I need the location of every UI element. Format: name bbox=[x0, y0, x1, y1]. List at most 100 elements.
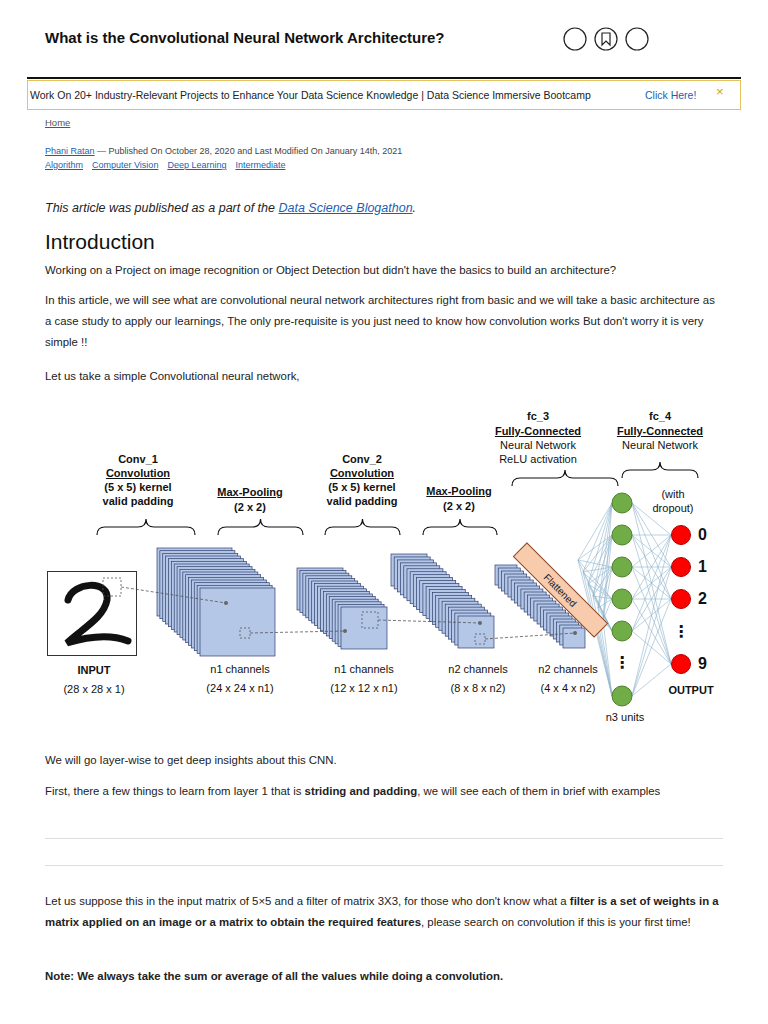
link-line bbox=[632, 599, 671, 696]
link-line bbox=[593, 596, 612, 599]
output-neuron: 9 bbox=[671, 654, 691, 674]
layer-param: (2 x 2) bbox=[190, 500, 310, 514]
more-icon bbox=[626, 28, 648, 50]
label-text: Let us suppose this in the input matrix … bbox=[45, 895, 570, 907]
input-image: INPUT(28 x 28 x 1) bbox=[47, 571, 137, 656]
dot bbox=[343, 629, 347, 633]
link-line bbox=[583, 567, 612, 572]
label-text: Fully-Connected bbox=[495, 425, 581, 437]
label-text: We will go layer-wise to get deep insigh… bbox=[45, 754, 337, 766]
layer-param: valid padding bbox=[302, 494, 422, 508]
brace bbox=[622, 462, 698, 478]
node-text: n1 channels bbox=[334, 662, 393, 676]
label-text: Fully-Connected bbox=[617, 425, 703, 437]
label-text: fc_3 bbox=[527, 410, 549, 422]
label-text: Computer Vision bbox=[92, 160, 158, 170]
feature-map-stack: n1 channels(24 x 24 x n1) bbox=[157, 548, 275, 656]
label-text: valid padding bbox=[103, 495, 174, 507]
label-text: OUTPUT bbox=[668, 684, 713, 696]
label-text: Intermediate bbox=[235, 160, 285, 170]
label-text: Convolution bbox=[330, 467, 394, 479]
paragraph: Let us suppose this in the input matrix … bbox=[45, 891, 725, 933]
link-line bbox=[632, 535, 671, 567]
label-text: valid padding bbox=[327, 495, 398, 507]
layer-name: fc_4 bbox=[600, 409, 720, 423]
node-text: Flattened bbox=[541, 571, 578, 608]
brace bbox=[423, 519, 497, 535]
label-text: striding and padding bbox=[305, 785, 418, 797]
label-text: Max-Pooling bbox=[426, 485, 491, 497]
layer-type: Convolution bbox=[78, 466, 198, 480]
banner-link: Click Here! bbox=[645, 88, 715, 102]
receptive-field bbox=[475, 634, 485, 644]
layer-type: Max-Pooling bbox=[190, 485, 310, 499]
label-text: Conv_1 bbox=[118, 453, 158, 465]
layer-param: valid padding bbox=[78, 494, 198, 508]
label-text: In this article, we will see what are co… bbox=[45, 294, 715, 348]
label-text: Algorithm bbox=[45, 160, 83, 170]
dot bbox=[573, 631, 577, 635]
label-text: This article was published as a part of … bbox=[45, 201, 278, 215]
label-text: (5 x 5) kernel bbox=[104, 481, 171, 493]
link-line bbox=[593, 535, 612, 596]
byline: Phani Ratan — Published On October 28, 2… bbox=[45, 145, 565, 158]
receptive-field bbox=[103, 578, 121, 596]
label-text: n3 units bbox=[606, 711, 645, 723]
link-line bbox=[588, 584, 612, 696]
header-icons bbox=[564, 28, 648, 50]
node-text: n1 channels bbox=[210, 662, 269, 676]
projection-dots bbox=[224, 601, 577, 635]
layer-param: Neural Network bbox=[478, 438, 598, 452]
title-text: What is the Convolutional Neural Network… bbox=[45, 29, 445, 46]
projection-line bbox=[485, 633, 575, 639]
feature-map bbox=[341, 607, 387, 649]
label-text: Click Here! bbox=[645, 89, 696, 101]
paragraph: First, there a few things to learn from … bbox=[45, 781, 725, 802]
label-text: Let us take a simple Convolutional neura… bbox=[45, 370, 300, 382]
label-text: Conv_2 bbox=[342, 453, 382, 465]
banner-text: Work On 20+ Industry-Relevant Projects t… bbox=[30, 88, 640, 102]
page-title: What is the Convolutional Neural Network… bbox=[45, 29, 545, 46]
note-line: This article was published as a part of … bbox=[45, 200, 665, 216]
node-text: (4 x 4 x n2) bbox=[540, 681, 595, 695]
receptive-field bbox=[362, 612, 378, 628]
node-text: (8 x 8 x n2) bbox=[450, 681, 505, 695]
layer-name: fc_3 bbox=[478, 409, 598, 423]
handwritten-digit bbox=[67, 585, 128, 643]
label-text: Deep Learning bbox=[167, 160, 226, 170]
label-text: ⋮ bbox=[614, 653, 630, 672]
layer-type: Fully-Connected bbox=[478, 424, 598, 438]
output-digit: 9 bbox=[698, 655, 707, 673]
neuron bbox=[612, 493, 632, 513]
close-icon: × bbox=[716, 84, 732, 99]
feature-map bbox=[458, 616, 494, 648]
node-text: (12 x 12 x n1) bbox=[330, 681, 397, 695]
link-line bbox=[588, 503, 612, 584]
link-line bbox=[593, 567, 612, 596]
divider bbox=[45, 865, 723, 866]
label-text: (2 x 2) bbox=[234, 501, 266, 513]
layer-type: Convolution bbox=[302, 466, 422, 480]
breadcrumb: Home bbox=[45, 117, 125, 128]
link-line bbox=[603, 535, 612, 620]
output-neuron: 2 bbox=[671, 589, 691, 609]
link-line bbox=[632, 664, 671, 696]
label-text: , please search on convolution if this i… bbox=[421, 916, 691, 928]
neuron bbox=[612, 621, 632, 641]
label-text: — Published On October 28, 2020 and Last… bbox=[95, 146, 403, 156]
link-line bbox=[632, 503, 671, 664]
node-text: (24 x 24 x n1) bbox=[206, 681, 273, 695]
link-line bbox=[603, 599, 612, 620]
brace bbox=[218, 519, 303, 535]
layer-param: ReLU activation bbox=[478, 452, 598, 466]
output-neuron: 1 bbox=[671, 557, 691, 577]
node-text: (28 x 28 x 1) bbox=[63, 682, 124, 696]
projection-lines bbox=[103, 578, 575, 644]
unit-count: n3 units bbox=[565, 710, 685, 724]
neuron bbox=[612, 557, 632, 577]
note: Note: We always take the sum or average … bbox=[45, 966, 725, 987]
label-text: (2 x 2) bbox=[443, 500, 475, 512]
bookmark-glyph bbox=[602, 33, 610, 45]
projection-line bbox=[250, 631, 345, 633]
